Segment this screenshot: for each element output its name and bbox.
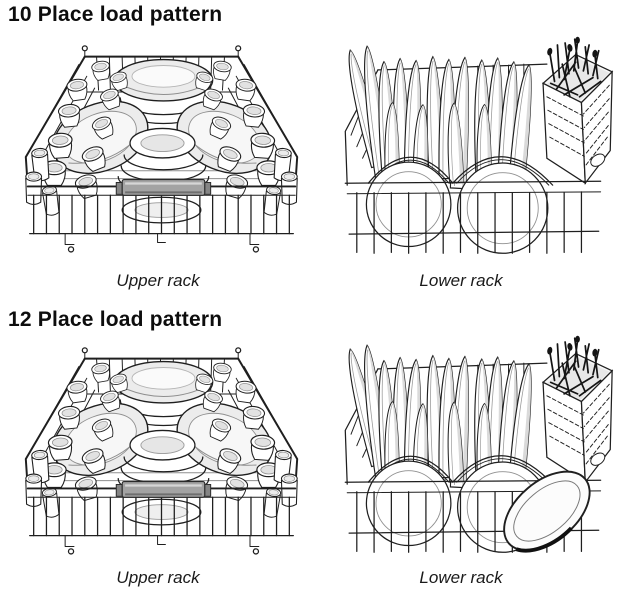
lower-rack-illustration <box>328 36 616 268</box>
section-title-12-place: 12 Place load pattern <box>8 308 223 331</box>
figure-upper-rack-12-place <box>14 342 309 570</box>
caption-upper-rack-12: Upper rack <box>116 568 200 587</box>
figure-lower-rack-10-place <box>328 36 616 268</box>
section-title-10-place: 10 Place load pattern <box>8 3 223 26</box>
figure-upper-rack-10-place <box>14 40 309 268</box>
caption-lower-rack-12: Lower rack <box>419 568 503 587</box>
caption-upper-rack-10: Upper rack <box>116 271 200 290</box>
upper-rack-illustration <box>14 40 309 268</box>
upper-rack-illustration <box>14 342 309 570</box>
caption-lower-rack-10: Lower rack <box>419 271 503 290</box>
lower-rack-with-platter-illustration <box>328 333 616 568</box>
figure-lower-rack-12-place <box>328 333 616 569</box>
